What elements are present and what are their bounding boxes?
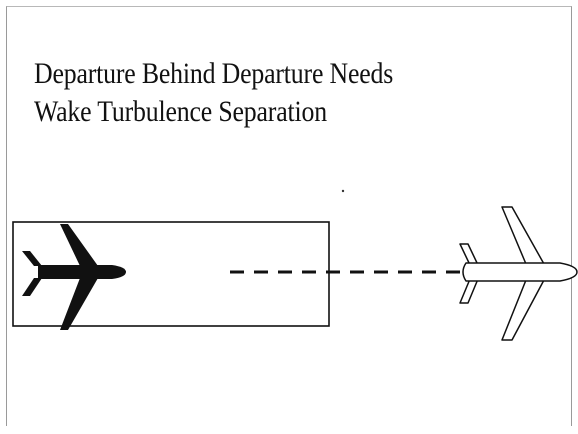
title-line-2: Wake Turbulence Separation <box>34 95 327 128</box>
airplane-silhouette-icon <box>22 224 126 330</box>
title-line-1: Departure Behind Departure Needs <box>34 57 394 90</box>
figure-frame <box>6 6 572 426</box>
airplane-outline-icon <box>459 206 578 341</box>
speck-dot <box>341 189 345 193</box>
runway-box <box>12 221 330 327</box>
diagram-title: Departure Behind Departure Needs Wake Tu… <box>34 55 393 131</box>
